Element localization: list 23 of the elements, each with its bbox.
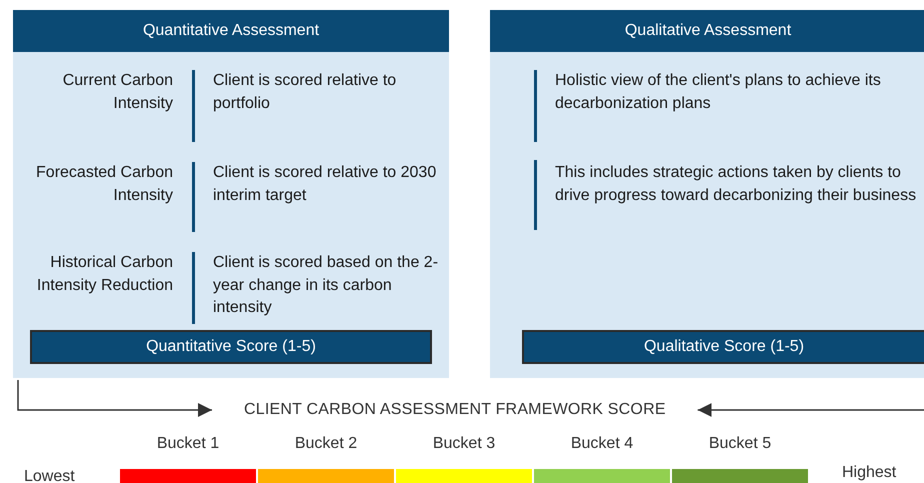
score-box: Quantitative Score (1-5): [30, 330, 432, 364]
bucket-label: Bucket 5: [708, 434, 772, 454]
criterion-description: Client is scored based on the 2-year change in its carbon intensity: [213, 253, 440, 318]
assessment-description: Holistic view of the client's plans to achieve its decarbonization plans: [555, 71, 882, 114]
assessment-panel: [490, 10, 924, 378]
criterion-description: Client is scored relative to 2030 interim target: [213, 163, 438, 206]
scale-end-label: Highest: [842, 463, 898, 483]
framework-score-title: CLIENT CARBON ASSESSMENT FRAMEWORK SCORE: [212, 399, 698, 421]
criterion-description: Client is scored relative to portfolio: [213, 71, 398, 114]
criterion-label: Historical Carbon Intensity Reduction: [36, 253, 173, 296]
score-box: Qualitative Score (1-5): [522, 330, 924, 364]
bucket-label: Bucket 3: [432, 434, 496, 454]
panel-header: Quantitative Assessment: [13, 10, 449, 52]
bucket-label: Bucket 4: [570, 434, 634, 454]
criterion-label: Forecasted Carbon Intensity: [35, 163, 173, 206]
bucket-label: Bucket 1: [156, 434, 220, 454]
bucket-label: Bucket 2: [294, 434, 358, 454]
panel-header: Qualitative Assessment: [490, 10, 924, 52]
assessment-panel: [13, 10, 449, 378]
connector-arrow: [17, 380, 212, 417]
scale-end-label: Lowest: [24, 467, 76, 483]
assessment-description: This includes strategic actions taken by clients to drive progress toward decarbonizing their business: [555, 163, 918, 206]
criterion-label: Current Carbon Intensity: [62, 71, 173, 114]
